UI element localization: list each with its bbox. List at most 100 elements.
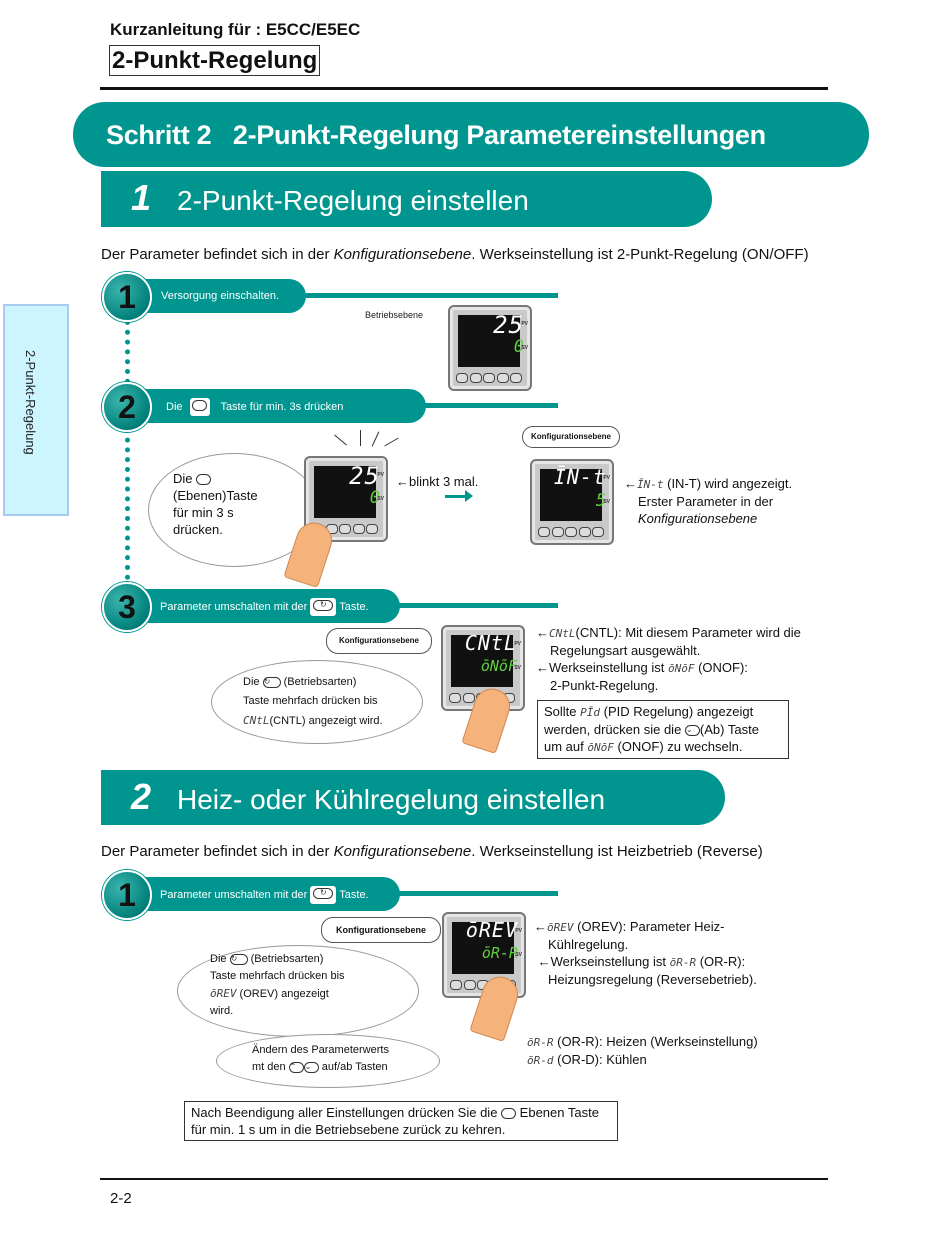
lcd-glyph: ōR-d (527, 1054, 554, 1067)
speech-bubble (211, 660, 423, 744)
down-key-icon: ⌄ (684, 725, 700, 737)
step-2-bar (126, 389, 426, 423)
level-key[interactable] (450, 980, 462, 990)
up-key[interactable] (366, 524, 378, 534)
level-key[interactable] (456, 373, 468, 383)
step-2-label-pre: Die (166, 400, 183, 413)
step-banner-title: Schritt 2 2-Punkt-Regelung Parametereins… (106, 120, 766, 150)
desc-line-3: Konfigurationsebene (638, 511, 758, 526)
blink-ray (334, 434, 347, 446)
step-label-pre: Parameter umschalten mit der (160, 888, 308, 901)
up-key[interactable] (510, 373, 522, 383)
orev-options: ōR-R (OR-R): Heizen (Werkseinstellung) ō… (527, 1033, 758, 1069)
bubble-line-1-post: (Betriebsarten) (250, 953, 324, 965)
step-connector (125, 320, 135, 580)
section-1-intro: Der Parameter befindet sich in der Konfi… (101, 246, 809, 263)
level-key[interactable] (449, 693, 461, 703)
level-key-icon (501, 1108, 517, 1120)
note-text: werden, drücken sie die (544, 722, 685, 737)
section-1-header (101, 171, 712, 227)
desc-line-1: (OREV): Parameter Heiz- (573, 919, 725, 934)
step-1-rule (290, 293, 558, 298)
mode-key[interactable] (551, 527, 564, 537)
level-key[interactable] (538, 527, 550, 537)
intro-text: Der Parameter befindet sich in der (101, 246, 334, 263)
mode-key-icon: ↻ (310, 886, 337, 904)
note-text: (Ab) Taste (699, 722, 759, 737)
bubble-text: Die ↻ (Betriebsarten) Taste mehrfach drü… (243, 673, 383, 731)
mode-key[interactable] (469, 373, 482, 383)
step-3-badge: 3 (102, 582, 152, 632)
footer-divider (100, 1178, 828, 1180)
step-2-rule (410, 403, 558, 408)
bubble-line-2: Taste mehrfach drücken bis (243, 695, 378, 707)
up-key[interactable] (592, 527, 604, 537)
mode-key[interactable] (462, 693, 475, 703)
shift-key[interactable] (565, 527, 577, 537)
step-2-label-post: Taste für min. 3s drücken (220, 400, 344, 413)
side-tab[interactable] (3, 304, 69, 516)
note-text: um auf (544, 739, 588, 754)
bubble-2-line-1: Ändern des Parameterwerts (252, 1044, 389, 1056)
option-cool: (OR-D): Kühlen (553, 1052, 647, 1067)
section-2-header (101, 770, 725, 825)
step-2-label: Die Taste für min. 3s drücken (166, 398, 343, 416)
final-note-text: Nach Beendigung aller Einstellungen drüc… (191, 1105, 498, 1120)
mode-key[interactable] (463, 980, 476, 990)
up-key-icon: ⌃ (288, 1061, 304, 1073)
bubble-line-3: (OREV) angezeigt (236, 988, 329, 1000)
down-key[interactable] (352, 524, 365, 534)
sv-label: SV (514, 665, 521, 671)
pv-label: PV (521, 321, 528, 327)
down-key[interactable] (578, 527, 591, 537)
desc-line-2: ←Werkseinstellung ist (536, 660, 668, 675)
desc-line-1-cont: Kühlregelung. (548, 937, 629, 952)
pv-label: PV (514, 641, 521, 647)
blink-ray (371, 431, 380, 447)
section-1-number: 1 (131, 177, 152, 218)
bubble-line-1: Die (210, 953, 227, 965)
lcd-glyph: ōNōF (667, 662, 695, 675)
lcd-glyph: CNtL (243, 714, 270, 727)
desc-line-2-cont: 2-Punkt-Regelung. (550, 678, 659, 693)
step-3-description: ←CNtL(CNTL): Mit diesem Parameter wird d… (536, 625, 801, 693)
lcd-glyph: CNtL (549, 627, 576, 640)
sv-value: 5 (595, 491, 606, 511)
orev-description: ←ōREV (OREV): Parameter Heiz- Kühlregelu… (534, 919, 757, 987)
step-3-label-pre: Parameter umschalten mit der (160, 600, 308, 613)
sv-label: SV (515, 952, 522, 958)
step-2-badge: 2 (102, 382, 152, 432)
operation-level-label: Betriebsebene (365, 310, 424, 320)
step-badge: 1 (102, 870, 152, 920)
pv-label: PV (377, 472, 384, 478)
blink-note: ←blinkt 3 mal. (396, 474, 479, 489)
sv-value: 0 (513, 337, 524, 357)
shift-key[interactable] (339, 524, 351, 534)
desc-line-2-post: (ONOF): (694, 660, 748, 675)
section-1-title: 2-Punkt-Regelung einstellen (177, 185, 529, 216)
bubble-text: Die (Ebenen)Taste für min 3 s drücken. (173, 470, 258, 538)
lcd-glyph: ōNōF (587, 741, 614, 754)
desc-line-2: ←Werkseinstellung ist (537, 954, 670, 969)
down-key[interactable] (496, 373, 509, 383)
bubble-line-1: Die (243, 676, 260, 688)
mode-key-icon: ↻ (262, 676, 281, 688)
pv-value: ōREV (465, 918, 518, 942)
sv-label: SV (603, 499, 610, 505)
step-3-bar (126, 589, 400, 623)
shift-key[interactable] (483, 373, 495, 383)
page-number: 2-2 (110, 1190, 132, 1207)
down-key-icon: ⌄ (303, 1061, 319, 1073)
bubble-text: Die ↻ (Betriebsarten) Taste mehrfach drü… (210, 951, 345, 1020)
bubble-line-1: Die (173, 471, 193, 486)
bubble-line-4: wird. (210, 1005, 234, 1017)
device-buttons (456, 373, 522, 383)
desc-line-2: Erster Parameter in der (638, 494, 774, 509)
final-note-box: Nach Beendigung aller Einstellungen drüc… (184, 1101, 618, 1141)
lcd-glyph: PĪd (580, 706, 601, 719)
sv-label: SV (521, 345, 528, 351)
intro-text-end: . Werkseinstellung ist Heizbetrieb (Reve… (471, 843, 763, 860)
step-bar (126, 877, 400, 911)
config-level-label: Konfigurationsebene (326, 628, 432, 654)
display-screen (458, 315, 520, 367)
